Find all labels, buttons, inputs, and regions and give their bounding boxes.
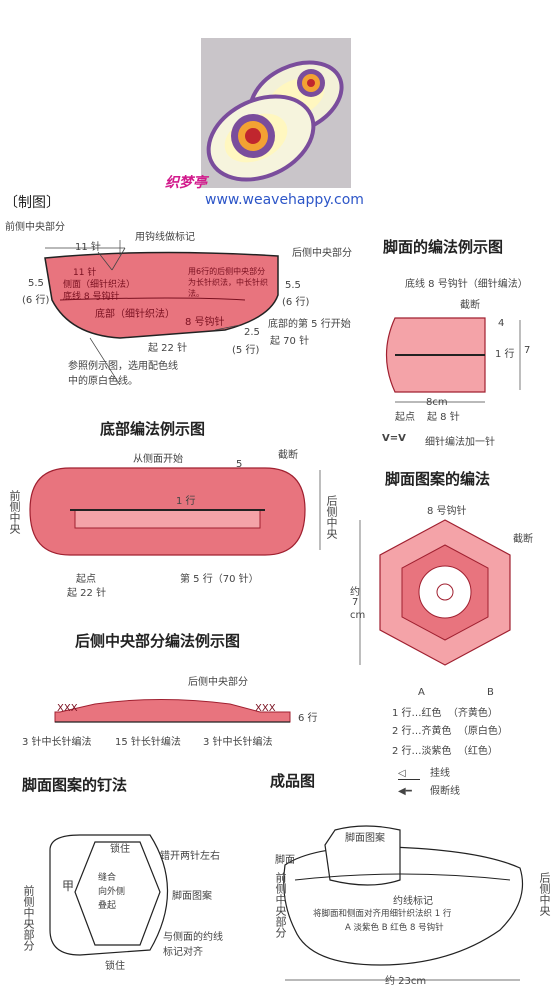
label-attach-front: 前侧中央部分 <box>22 885 35 951</box>
logo-cn: 织梦亭 <box>165 175 207 191</box>
label-back-xxx-left: XXX <box>57 703 78 714</box>
label-top-start8: 起 8 针 <box>427 412 460 423</box>
shoe-pattern-shape <box>44 251 279 339</box>
label-bottom-row5: 底部的第 5 行开始 <box>268 319 351 330</box>
label-r5: (5 行) <box>232 345 260 356</box>
label-top-start: 起点 <box>395 412 415 423</box>
label-bottom-method: 底部（细针织法） <box>95 309 175 320</box>
label-finished-front: 前侧中央部分 <box>274 872 287 938</box>
slipper-illustration <box>206 60 344 182</box>
label-sole-back: 后侧中央 <box>325 495 338 539</box>
label-sole-cut: 截断 <box>278 450 298 461</box>
label-left-6: (6 行) <box>22 295 50 306</box>
label-pattern-cm: cm <box>350 610 366 621</box>
legend-increase: 细针编法加一针 <box>425 437 495 448</box>
label-back-r6: 6 行 <box>298 713 318 724</box>
label-right-6: (6 行) <box>282 297 310 308</box>
label-attach-inner3: 叠起 <box>98 901 117 911</box>
label-back-m2: 15 针长针编法 <box>115 737 181 748</box>
label-ref-1: 参照例示图，选用配色线 <box>68 361 178 372</box>
color-row-2: 2 行…齐黄色 （原白色） <box>392 726 508 737</box>
label-needle-8: 8 号钩针 <box>185 317 225 328</box>
label-left-55: 5.5 <box>28 278 44 289</box>
label-finished-width: 约 23cm <box>385 976 427 987</box>
label-pattern-approx: 约 <box>350 587 360 598</box>
label-top-r7: 7 <box>524 345 531 356</box>
slipper-photo <box>201 38 351 188</box>
label-top-cut: 截断 <box>460 300 480 311</box>
logo-url[interactable]: www.weavehappy.com <box>205 192 364 208</box>
label-front-center: 前侧中央部分 <box>5 222 65 233</box>
label-attach-pattern: 脚面图案 <box>172 891 212 902</box>
section-title-sole-method: 底部编法例示图 <box>100 420 206 438</box>
label-finished-note2: A 淡紫色 B 红色 8 号钩针 <box>345 923 444 933</box>
label-sole-start22: 起 22 针 <box>67 588 107 599</box>
label-right-note-1: 用6行的后侧中央部分 <box>188 267 266 276</box>
label-finished-mark: 约线标记 <box>393 896 433 907</box>
label-sole-front: 前侧中央 <box>8 490 21 534</box>
label-inner-11: 11 针 <box>73 268 97 278</box>
label-pattern-needle: 8 号钩针 <box>427 506 467 517</box>
label-ref-2: 中的原白色线。 <box>68 376 138 387</box>
legend-hang-row: ◁挂线 <box>398 768 450 780</box>
label-side-yarn: 底线 8 号钩针 <box>63 292 120 302</box>
label-back-center: 后侧中央部分 <box>292 248 352 259</box>
label-pattern-B: B <box>487 687 494 698</box>
label-finished-note1: 将脚面和侧面对齐用细针织法织 1 行 <box>313 909 452 919</box>
label-finished-back: 后侧中央 <box>538 872 551 916</box>
label-attach-inner2: 向外侧 <box>98 887 126 897</box>
label-sole-side-start: 从侧面开始 <box>133 454 183 465</box>
label-attach-jia: 甲 <box>62 879 75 893</box>
hang-icon: ◁ <box>398 768 420 780</box>
label-attach-align2: 标记对齐 <box>163 947 203 958</box>
label-sole-start: 起点 <box>76 574 96 585</box>
label-attach-lock1: 锁住 <box>110 844 130 855</box>
fake-cut-icon: ◀━ <box>398 786 412 797</box>
section-title-finished: 成品图 <box>270 772 316 790</box>
color-row-3: 2 行…淡紫色 （红色） <box>392 746 498 757</box>
section-title-pattern-method: 脚面图案的编法 <box>385 470 491 488</box>
label-attach-align1: 与侧面的约线 <box>163 932 223 943</box>
label-start-70: 起 70 针 <box>270 336 310 347</box>
section-title-back-method: 后侧中央部分编法例示图 <box>75 632 241 650</box>
label-sole-r5: 5 <box>236 459 243 470</box>
label-top-yarn: 底线 8 号钩针（细针编法） <box>405 279 528 290</box>
label-finished-pattern: 脚面图案 <box>345 833 385 844</box>
label-finished-top: 脚面 <box>275 855 295 866</box>
label-back-center-part: 后侧中央部分 <box>188 677 248 688</box>
label-back-m1: 3 针中长针编法 <box>22 737 92 748</box>
label-marker: 用钩线做标记 <box>135 232 195 243</box>
label-back-m3: 3 针中长针编法 <box>203 737 273 748</box>
label-attach-inner1: 缝合 <box>98 873 117 883</box>
legend-fake-row: ◀━假断线 <box>398 786 460 797</box>
label-back-xxx-right: XXX <box>255 703 276 714</box>
legend-symbol: V=V <box>382 433 406 444</box>
label-r25: 2.5 <box>244 327 260 338</box>
section-title-attach: 脚面图案的钉法 <box>22 776 128 794</box>
label-attach-offset: 错开两针左右 <box>160 851 220 862</box>
section-title-drafting: 〔制图〕 <box>4 195 60 211</box>
label-pattern-A: A <box>418 687 425 698</box>
label-pattern-cut: 截断 <box>513 534 533 545</box>
label-right-note-3: 法。 <box>188 289 204 298</box>
label-top-w8: 8cm <box>426 397 448 408</box>
label-sole-r1: 1 行 <box>176 496 196 507</box>
label-side-method: 侧面（细针织法） <box>63 280 136 290</box>
label-top-r4: 4 <box>498 318 505 329</box>
label-start-22: 起 22 针 <box>148 343 188 354</box>
label-right-55: 5.5 <box>285 280 301 291</box>
label-pattern-h7: 7 <box>352 597 359 608</box>
label-top-r1: 1 行 <box>495 349 515 360</box>
color-row-1: 1 行…红色 （齐黄色） <box>392 708 498 719</box>
section-title-top-method: 脚面的编法例示图 <box>383 238 504 256</box>
label-attach-lock2: 锁住 <box>105 961 125 972</box>
label-right-note-2: 为长针织法，中长针织 <box>188 278 268 287</box>
label-sole-row5: 第 5 行（70 针） <box>180 574 259 585</box>
label-top-11: 11 针 <box>75 242 101 253</box>
